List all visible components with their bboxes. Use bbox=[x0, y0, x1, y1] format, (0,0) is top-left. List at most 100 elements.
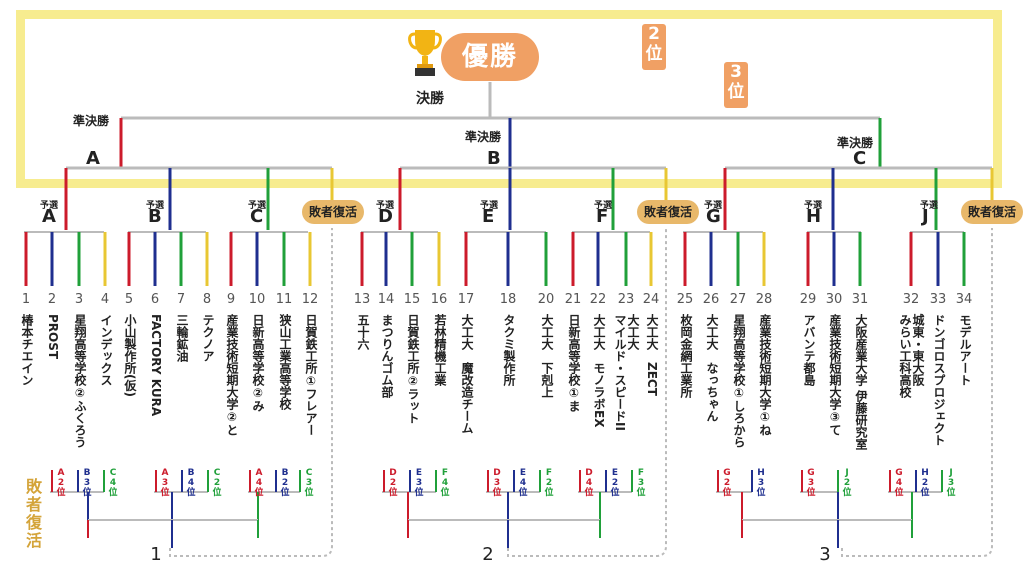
team-name: 大工大 下剋上 bbox=[540, 314, 554, 398]
team-name: 日賀鉄工所②ラット bbox=[406, 314, 420, 424]
mini-seed-label: A 4 位 bbox=[254, 468, 264, 498]
team-name: 大工大 モノラボEX bbox=[592, 314, 606, 428]
team-number: 4 bbox=[100, 292, 110, 307]
mini-seed-label: F 4 位 bbox=[440, 468, 450, 498]
qualifier-tag-c: 予選 bbox=[248, 201, 267, 211]
group-letter-a: A bbox=[42, 206, 56, 227]
semifinal-letter-c: C bbox=[853, 148, 867, 169]
team-number: 2 bbox=[47, 292, 57, 307]
mini-seed-label: G 4 位 bbox=[894, 468, 904, 498]
team-number: 23 bbox=[617, 292, 635, 307]
winner-badge: 優勝 bbox=[441, 33, 539, 81]
team-name: FACTORY KURA bbox=[149, 314, 163, 417]
mini-seed-label: A 2 位 bbox=[56, 468, 66, 498]
team-name: 三輪鉱油 bbox=[175, 314, 189, 362]
mini-seed-label: C 4 位 bbox=[108, 468, 118, 498]
group-letter-g: G bbox=[706, 206, 721, 227]
team-name: 産業技術短期大学②と bbox=[225, 314, 239, 436]
semifinal-letter-a: A bbox=[86, 148, 100, 169]
team-number: 7 bbox=[176, 292, 186, 307]
team-number: 10 bbox=[248, 292, 266, 307]
repechage-number-1: 1 bbox=[150, 544, 162, 565]
mini-seed-label: H 3 位 bbox=[756, 468, 766, 498]
qualifier-tag-h: 予選 bbox=[804, 201, 823, 211]
group-letter-h: H bbox=[806, 206, 822, 227]
group-letter-c: C bbox=[250, 206, 264, 227]
qualifier-tag-g: 予選 bbox=[704, 201, 723, 211]
mini-seed-label: B 2 位 bbox=[280, 468, 290, 498]
team-name: 日新高等学校②み bbox=[251, 314, 265, 412]
team-name: 星翔高等学校①しろから bbox=[732, 314, 746, 448]
team-name: ドンゴロスプロジェクト bbox=[932, 314, 946, 446]
second-place-badge: 2 位 bbox=[642, 24, 666, 70]
team-number: 8 bbox=[202, 292, 212, 307]
third-place-badge: 3 位 bbox=[724, 62, 748, 108]
team-name: 若林精機工業 bbox=[433, 314, 447, 386]
team-number: 32 bbox=[902, 292, 920, 307]
team-name: 狭山工業高等学校 bbox=[278, 314, 292, 410]
team-number: 16 bbox=[430, 292, 448, 307]
mini-seed-label: C 2 位 bbox=[212, 468, 222, 498]
mini-seed-label: J 3 位 bbox=[946, 468, 956, 498]
team-number: 1 bbox=[21, 292, 31, 307]
team-number: 34 bbox=[955, 292, 973, 307]
semifinal-label-b: 準決勝 bbox=[464, 130, 501, 144]
mini-seed-label: H 2 位 bbox=[920, 468, 930, 498]
qualifier-tag-b: 予選 bbox=[146, 201, 165, 211]
mini-seed-label: B 3 位 bbox=[82, 468, 92, 498]
team-number: 13 bbox=[353, 292, 371, 307]
team-name: 星翔高等学校②ふくろう bbox=[73, 314, 87, 448]
team-number: 27 bbox=[729, 292, 747, 307]
team-number: 24 bbox=[642, 292, 660, 307]
mini-seed-label: E 4 位 bbox=[518, 468, 528, 498]
mini-seed-label: F 2 位 bbox=[544, 468, 554, 498]
repechage-badge-2: 敗者復活 bbox=[637, 200, 699, 224]
qualifier-tag-e: 予選 bbox=[480, 201, 499, 211]
team-name: 枚岡金網工業所 bbox=[679, 314, 693, 398]
team-name: 大工大 マイルド・スピードII bbox=[613, 314, 640, 431]
group-letter-j: J bbox=[922, 206, 929, 227]
repechage-return-1 bbox=[169, 228, 333, 557]
mini-seed-label: G 2 位 bbox=[722, 468, 732, 498]
team-name: 日新高等学校①ま bbox=[567, 314, 581, 412]
team-number: 3 bbox=[74, 292, 84, 307]
team-number: 20 bbox=[537, 292, 555, 307]
repechage-side-label: 敗者復活 bbox=[23, 478, 42, 550]
team-number: 26 bbox=[702, 292, 720, 307]
qualifier-tag-a: 予選 bbox=[40, 201, 59, 211]
team-number: 5 bbox=[124, 292, 134, 307]
team-name: 城東・東大阪 みらい工科高校 bbox=[898, 314, 925, 398]
team-name: 小山製作所(仮) bbox=[123, 314, 137, 397]
team-number: 9 bbox=[226, 292, 236, 307]
qualifier-tag-f: 予選 bbox=[594, 201, 613, 211]
team-number: 17 bbox=[457, 292, 475, 307]
semifinal-letter-b: B bbox=[487, 148, 501, 169]
repechage-return-2 bbox=[507, 228, 667, 557]
team-number: 21 bbox=[564, 292, 582, 307]
team-name: タクミ製作所 bbox=[502, 314, 516, 386]
qualifier-tag-d: 予選 bbox=[376, 201, 395, 211]
final-label: 決勝 bbox=[416, 91, 444, 107]
mini-seed-label: B 4 位 bbox=[186, 468, 196, 498]
team-number: 14 bbox=[377, 292, 395, 307]
mini-seed-label: G 3 位 bbox=[806, 468, 816, 498]
semifinal-label-c: 準決勝 bbox=[836, 136, 873, 150]
trophy-icon bbox=[408, 26, 442, 82]
repechage-return-3 bbox=[841, 228, 993, 557]
team-number: 29 bbox=[799, 292, 817, 307]
team-name: テクノア bbox=[201, 314, 215, 362]
mini-seed-label: A 3 位 bbox=[160, 468, 170, 498]
mini-seed-label: J 2 位 bbox=[842, 468, 852, 498]
team-name: 産業技術短期大学③て bbox=[828, 314, 842, 436]
mini-seed-label: E 3 位 bbox=[414, 468, 424, 498]
team-name: 大工大 ZECT bbox=[645, 314, 659, 396]
team-name: 五十六 bbox=[356, 314, 370, 350]
semifinal-label-a: 準決勝 bbox=[72, 114, 109, 128]
mini-seed-label: F 3 位 bbox=[636, 468, 646, 498]
repechage-badge-3: 敗者復活 bbox=[961, 200, 1023, 224]
team-name: モデルアート bbox=[958, 314, 972, 386]
team-number: 31 bbox=[851, 292, 869, 307]
team-number: 25 bbox=[676, 292, 694, 307]
team-number: 12 bbox=[301, 292, 319, 307]
